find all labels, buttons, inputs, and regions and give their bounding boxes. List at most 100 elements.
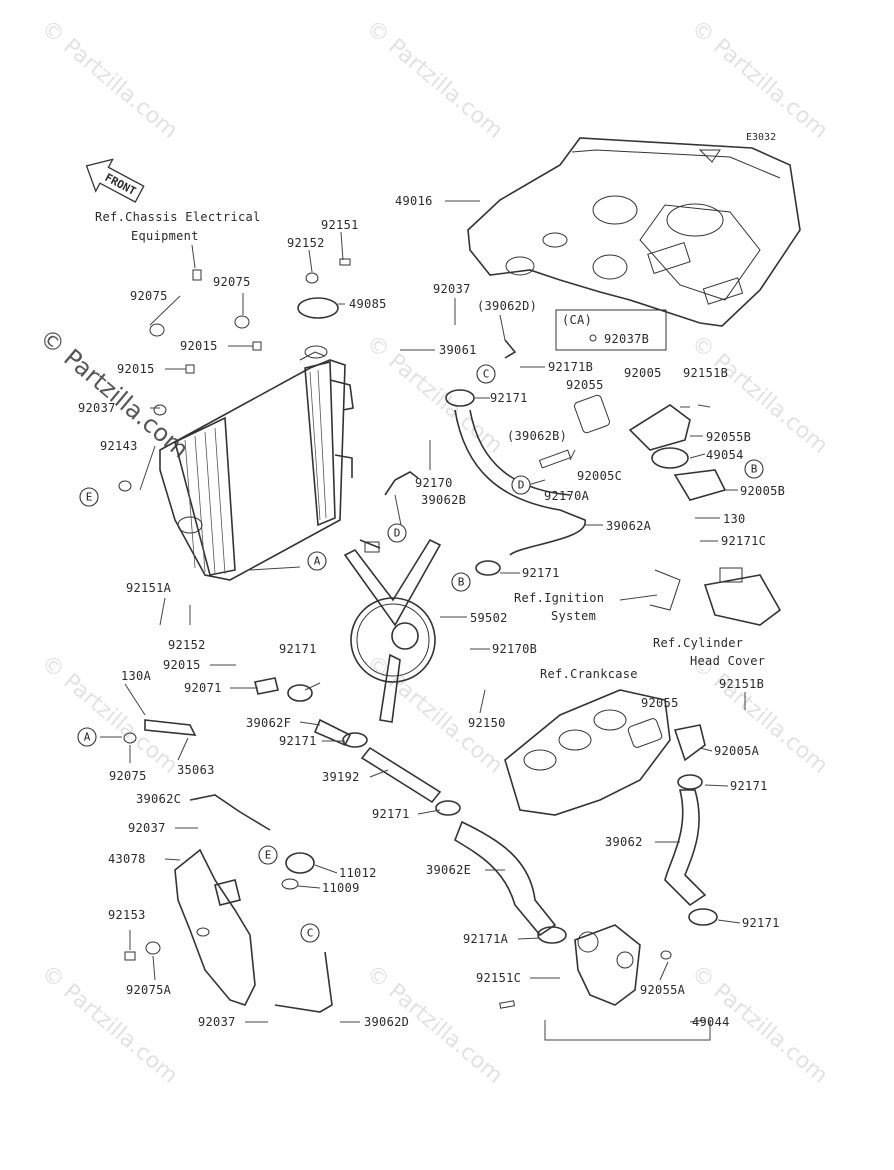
bracket-35063 — [144, 719, 197, 736]
part-label: 92171C — [721, 534, 766, 548]
reservoir-tank — [124, 794, 333, 1013]
radiator-cap — [297, 297, 339, 319]
part-label: 92037 — [78, 401, 116, 415]
part-label: 92150 — [468, 716, 506, 730]
grommet — [153, 404, 167, 416]
hose-clamp — [537, 926, 567, 944]
part-label: 39062A — [606, 519, 652, 533]
watermark: © Partzilla.com — [36, 15, 182, 143]
part-label: 39062 — [605, 835, 643, 849]
part-label: 92075 — [213, 275, 251, 289]
reservoir-cap — [285, 852, 315, 874]
pipe-39192 — [360, 746, 442, 804]
ref-ignition-line2: System — [551, 609, 596, 623]
bolt — [339, 258, 351, 266]
thermostat-housing — [538, 394, 727, 501]
hose-clamp — [677, 774, 703, 790]
connector-a-left: A — [84, 731, 91, 744]
ref-crankcase: Ref.Crankcase — [540, 667, 638, 681]
part-label: 11009 — [322, 881, 360, 895]
clip — [192, 269, 202, 281]
ca-note-box: (CA) 92037B — [555, 309, 667, 351]
watermark: © Partzilla.com — [686, 650, 832, 778]
connector-a-right: A — [314, 555, 321, 568]
hose-39062d — [274, 951, 333, 1013]
part-label: 92152 — [287, 236, 325, 250]
part-label: 35063 — [177, 763, 215, 777]
connector-e-left: E — [86, 491, 93, 504]
gasket — [281, 878, 299, 890]
hose-39062 — [664, 789, 707, 907]
hose-39062b-b — [384, 479, 396, 496]
part-label: 92015 — [163, 658, 201, 672]
grommet — [145, 941, 161, 955]
part-label: 130 — [723, 512, 746, 526]
part-label: 92071 — [184, 681, 222, 695]
part-label: 43078 — [108, 852, 146, 866]
part-label: 130A — [121, 669, 152, 683]
part-label: 39061 — [439, 343, 477, 357]
part-label: 92151C — [476, 971, 521, 985]
part-label: 92171 — [730, 779, 768, 793]
part-label: 92170 — [415, 476, 453, 490]
hose-clamp — [688, 908, 718, 926]
part-label: 49054 — [706, 448, 744, 462]
part-label: 92037 — [198, 1015, 236, 1029]
grommet — [234, 315, 250, 329]
ref-chassis-line1: Ref.Chassis Electrical — [95, 210, 261, 224]
hose-39062f — [313, 718, 352, 747]
hose-clamp — [445, 389, 475, 407]
part-label: 92055B — [706, 430, 751, 444]
part-label: 92143 — [100, 439, 138, 453]
part-label: 49044 — [692, 1015, 730, 1029]
part-label: 92005A — [714, 744, 760, 758]
undertray-plate — [467, 137, 801, 327]
watermark: © Partzilla.com — [686, 15, 832, 143]
watermark: © Partzilla.com — [361, 15, 507, 143]
part-label: 59502 — [470, 611, 508, 625]
front-arrow-icon: FRONT — [85, 158, 145, 203]
part-label: 11012 — [339, 866, 377, 880]
part-labels: 49016 92151 92152 92075 92075 49085 9203… — [78, 194, 785, 1029]
cylinder-head-cover — [649, 567, 782, 626]
ref-chassis-line2: Equipment — [131, 229, 199, 243]
part-label: 92151 — [321, 218, 359, 232]
crankcase — [504, 689, 706, 816]
part-label: 92055 — [641, 696, 679, 710]
diagram-code: E3032 — [746, 132, 776, 143]
part-label: 49016 — [395, 194, 433, 208]
hose-clamp — [475, 560, 501, 576]
ref-cylinder-line1: Ref.Cylinder — [653, 636, 743, 650]
part-label: 92170B — [492, 642, 537, 656]
part-label: 92005 — [624, 366, 662, 380]
part-label: 92171 — [742, 916, 780, 930]
connector-d-lower: D — [394, 527, 401, 540]
connector-b-upper: B — [751, 463, 758, 476]
clip — [185, 364, 195, 374]
hose-clamp — [287, 684, 313, 702]
watermark: © Partzilla.com — [36, 960, 182, 1088]
part-label: 92037 — [433, 282, 471, 296]
filler-neck — [304, 345, 328, 359]
grommet — [123, 732, 137, 744]
watermark-layer: © Partzilla.com © Partzilla.com © Partzi… — [34, 15, 832, 1088]
connector-c-upper: C — [483, 368, 490, 381]
part-label: 92075 — [109, 769, 147, 783]
small-hose — [504, 339, 517, 359]
radiator — [159, 351, 354, 581]
connector-markers: A A B B C C D D E E — [77, 364, 764, 943]
part-label: 92037 — [128, 821, 166, 835]
water-pump — [499, 924, 672, 1009]
part-label: 39062F — [246, 716, 291, 730]
part-label: 92171 — [279, 642, 317, 656]
part-label: 39192 — [322, 770, 360, 784]
part-label: 92005C — [577, 469, 622, 483]
washer — [305, 272, 319, 284]
part-label: 92171B — [548, 360, 593, 374]
leader-lines — [100, 200, 746, 1041]
connector-b-lower: B — [458, 576, 465, 589]
pad-92071 — [254, 677, 279, 695]
watermark: © Partzilla.com — [36, 650, 182, 778]
part-label: 92015 — [180, 339, 218, 353]
part-label: (39062D) — [477, 299, 537, 313]
